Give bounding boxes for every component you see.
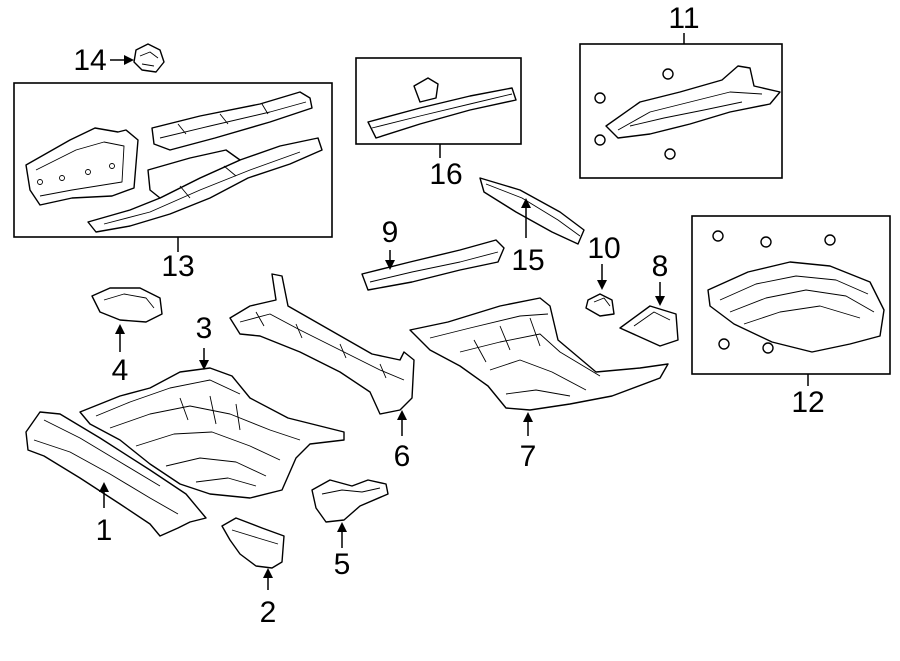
part-5-bracket: [311, 479, 389, 523]
callout-13: 13: [161, 250, 194, 283]
callout-14: 14: [73, 44, 106, 77]
part-9-reinforcement: [361, 239, 505, 291]
callout-16: 16: [429, 158, 462, 191]
callout-7: 7: [520, 440, 537, 473]
callout-3: 3: [196, 312, 213, 345]
callout-11: 11: [668, 2, 699, 35]
part-4-cover: [91, 287, 163, 323]
part-13-rear-frame-rails: [25, 91, 323, 233]
leader-lines: [99, 33, 809, 590]
callout-labels: 1 2 3 4 5 6 7 8 9 10 11 12 13 14 15 16: [73, 2, 824, 629]
callout-6: 6: [394, 440, 411, 473]
part-6-crossmember: [229, 273, 415, 415]
callout-1: 1: [96, 514, 113, 547]
part-3-floor-pan: [79, 367, 345, 499]
group-box-13: [13, 82, 333, 238]
group-box-11: [579, 43, 783, 179]
callout-2: 2: [260, 596, 277, 629]
part-7-rear-floor-pan: [409, 297, 669, 411]
group-box-12: [691, 215, 891, 375]
part-8-extension: [619, 305, 679, 347]
callout-5: 5: [334, 548, 351, 581]
part-14-clip: [133, 43, 165, 73]
part-11-under-cover: [594, 65, 781, 160]
part-2-bracket: [221, 517, 285, 569]
callout-10: 10: [587, 232, 620, 265]
callout-4: 4: [112, 354, 129, 387]
part-16-side-member: [367, 77, 517, 139]
part-10-bracket: [585, 293, 615, 317]
group-box-16: [355, 57, 522, 145]
callout-12: 12: [791, 386, 824, 419]
part-15-crossmember: [479, 177, 585, 245]
part-1-side-sill: [25, 411, 207, 537]
part-12-floor-cover: [707, 230, 885, 354]
callout-9: 9: [382, 216, 399, 249]
callout-15: 15: [511, 244, 544, 277]
callout-8: 8: [652, 250, 669, 283]
